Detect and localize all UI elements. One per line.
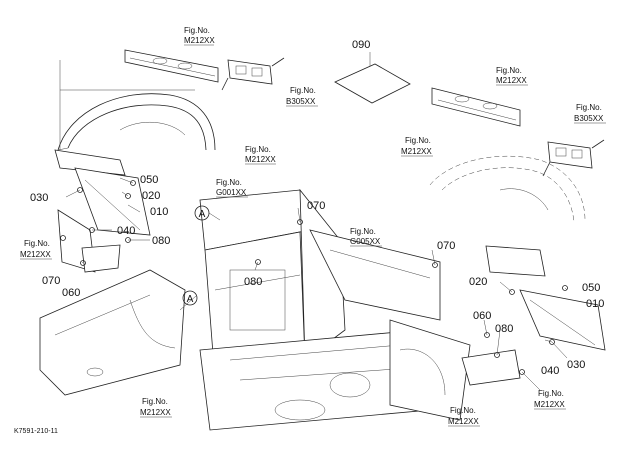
part-numbers: 090 030 050 020 010 040 080 070 060 070 … xyxy=(30,39,604,377)
diagram-line-art xyxy=(39,49,606,431)
figref-5-label: Fig.No. xyxy=(24,239,50,248)
figref-12-label: Fig.No. xyxy=(450,406,476,415)
figref-4-code: G001XX xyxy=(216,188,247,197)
figref-2-code: B305XX xyxy=(286,97,316,106)
center-frame xyxy=(199,188,471,431)
figref-2: Fig.No. B305XX xyxy=(286,86,318,107)
figref-4-label: Fig.No. xyxy=(216,178,242,187)
figure-code: K7591-210-11 xyxy=(14,428,58,435)
figref-6-label: Fig.No. xyxy=(350,227,376,236)
callout-a-mid: A xyxy=(182,290,198,306)
support-right xyxy=(461,245,606,386)
part-090: 090 xyxy=(352,39,370,51)
part-080-mid: 080 xyxy=(244,276,262,288)
part-060-left: 060 xyxy=(62,287,80,299)
part-020-right: 020 xyxy=(469,276,487,288)
fender-right xyxy=(429,155,586,223)
figref-10-label: Fig.No. xyxy=(538,389,564,398)
figref-5-code: M212XX xyxy=(20,250,51,259)
figref-7: Fig.No. M212XX xyxy=(496,66,528,86)
figref-1-code: M212XX xyxy=(184,36,215,45)
figref-1: Fig.No. M212XX xyxy=(184,26,215,46)
callout-a-mid-label: A xyxy=(187,294,194,305)
figref-2-label: Fig.No. xyxy=(290,86,316,95)
part-070-left: 070 xyxy=(42,275,60,287)
manual-sheet xyxy=(334,63,411,104)
figref-10-code: M212XX xyxy=(534,400,565,409)
figref-4: Fig.No. G001XX xyxy=(216,178,248,198)
headlight-top-right xyxy=(542,139,605,177)
support-left xyxy=(54,149,151,273)
figref-7-label: Fig.No. xyxy=(496,66,522,75)
figref-11-code: M212XX xyxy=(140,408,171,417)
callout-a-top-label: A xyxy=(199,209,206,220)
figref-9: Fig.No. B305XX xyxy=(574,103,606,124)
figref-9-code: B305XX xyxy=(574,114,604,123)
figref-3: Fig.No. M212XX xyxy=(245,145,276,165)
figref-6-code: G005XX xyxy=(350,237,381,246)
callout-a-top: A xyxy=(194,205,210,221)
part-040-left: 040 xyxy=(117,225,135,237)
figure-references: Fig.No. M212XX Fig.No. B305XX Fig.No. M2… xyxy=(20,26,606,427)
figref-3-label: Fig.No. xyxy=(245,145,271,154)
part-050-right: 050 xyxy=(582,282,600,294)
figref-1-label: Fig.No. xyxy=(184,26,210,35)
part-070-top: 070 xyxy=(307,200,325,212)
fender-left xyxy=(57,93,216,151)
figref-7-code: M212XX xyxy=(496,76,527,85)
part-020-left: 020 xyxy=(142,190,160,202)
figref-8: Fig.No. M212XX xyxy=(401,136,433,157)
figref-10: Fig.No. M212XX xyxy=(534,389,566,410)
figref-9-label: Fig.No. xyxy=(576,103,602,112)
panel-left xyxy=(39,269,186,396)
bracket-top-right xyxy=(431,87,521,127)
part-040-right: 040 xyxy=(541,365,559,377)
figref-11: Fig.No. M212XX xyxy=(140,397,172,418)
headlight-top-left xyxy=(221,57,285,91)
part-060-right: 060 xyxy=(473,310,491,322)
part-050-left: 050 xyxy=(140,174,158,186)
part-010-right: 010 xyxy=(586,298,604,310)
part-010-left: 010 xyxy=(150,206,168,218)
part-030-right: 030 xyxy=(567,359,585,371)
figref-8-code: M212XX xyxy=(401,147,432,156)
leader-lines xyxy=(59,52,568,391)
figref-5: Fig.No. M212XX xyxy=(20,239,52,260)
part-080-left: 080 xyxy=(152,235,170,247)
bolts xyxy=(60,180,568,375)
figref-6: Fig.No. G005XX xyxy=(350,227,382,247)
figref-12: Fig.No. M212XX xyxy=(448,406,480,427)
figref-12-code: M212XX xyxy=(448,417,479,426)
figref-8-label: Fig.No. xyxy=(405,136,431,145)
figref-3-code: M212XX xyxy=(245,155,276,164)
part-030-left: 030 xyxy=(30,192,48,204)
figref-11-label: Fig.No. xyxy=(142,397,168,406)
part-080-right: 080 xyxy=(495,323,513,335)
part-070-right: 070 xyxy=(437,240,455,252)
bracket-top-left xyxy=(124,49,219,83)
